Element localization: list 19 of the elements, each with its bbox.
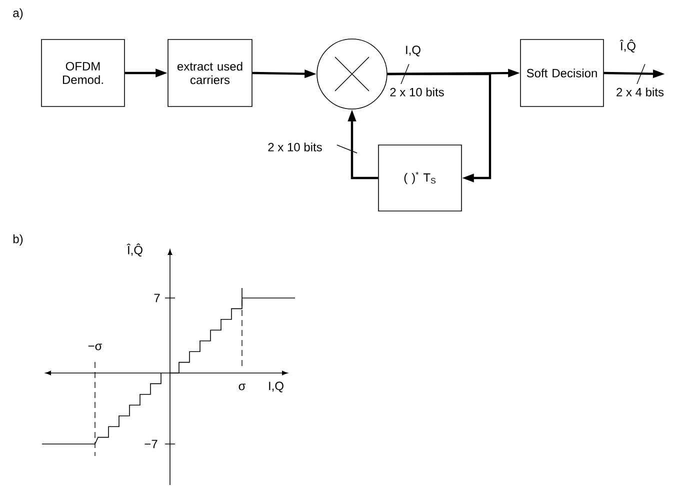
edge-label: 2 x 4 bits <box>616 88 664 96</box>
process-box: extract used carriers <box>168 39 252 107</box>
text-label: Î,Q̂ <box>126 244 142 256</box>
process-box: ( )$^{*}$ T$_{S}$ <box>378 144 462 212</box>
text-label: b) <box>13 234 23 246</box>
arrow <box>387 72 492 182</box>
text-label: −σ <box>88 344 102 350</box>
edge-label: 2 x 10 bits <box>268 142 322 152</box>
edge-label: 2 x 10 bits <box>390 88 444 96</box>
text-label: I,Q <box>406 46 420 56</box>
text-label: σ <box>238 384 246 390</box>
process-box: OFDM Demod. <box>41 39 125 107</box>
text-label: a) <box>13 8 23 20</box>
text-label: −7 <box>144 440 158 448</box>
process-box: Soft Decision <box>520 39 604 107</box>
text-label: I,Q <box>269 382 284 392</box>
text-label: Î,Q̂ <box>620 40 636 52</box>
text-label: 7 <box>154 294 160 302</box>
multiplier-circle <box>316 38 388 110</box>
